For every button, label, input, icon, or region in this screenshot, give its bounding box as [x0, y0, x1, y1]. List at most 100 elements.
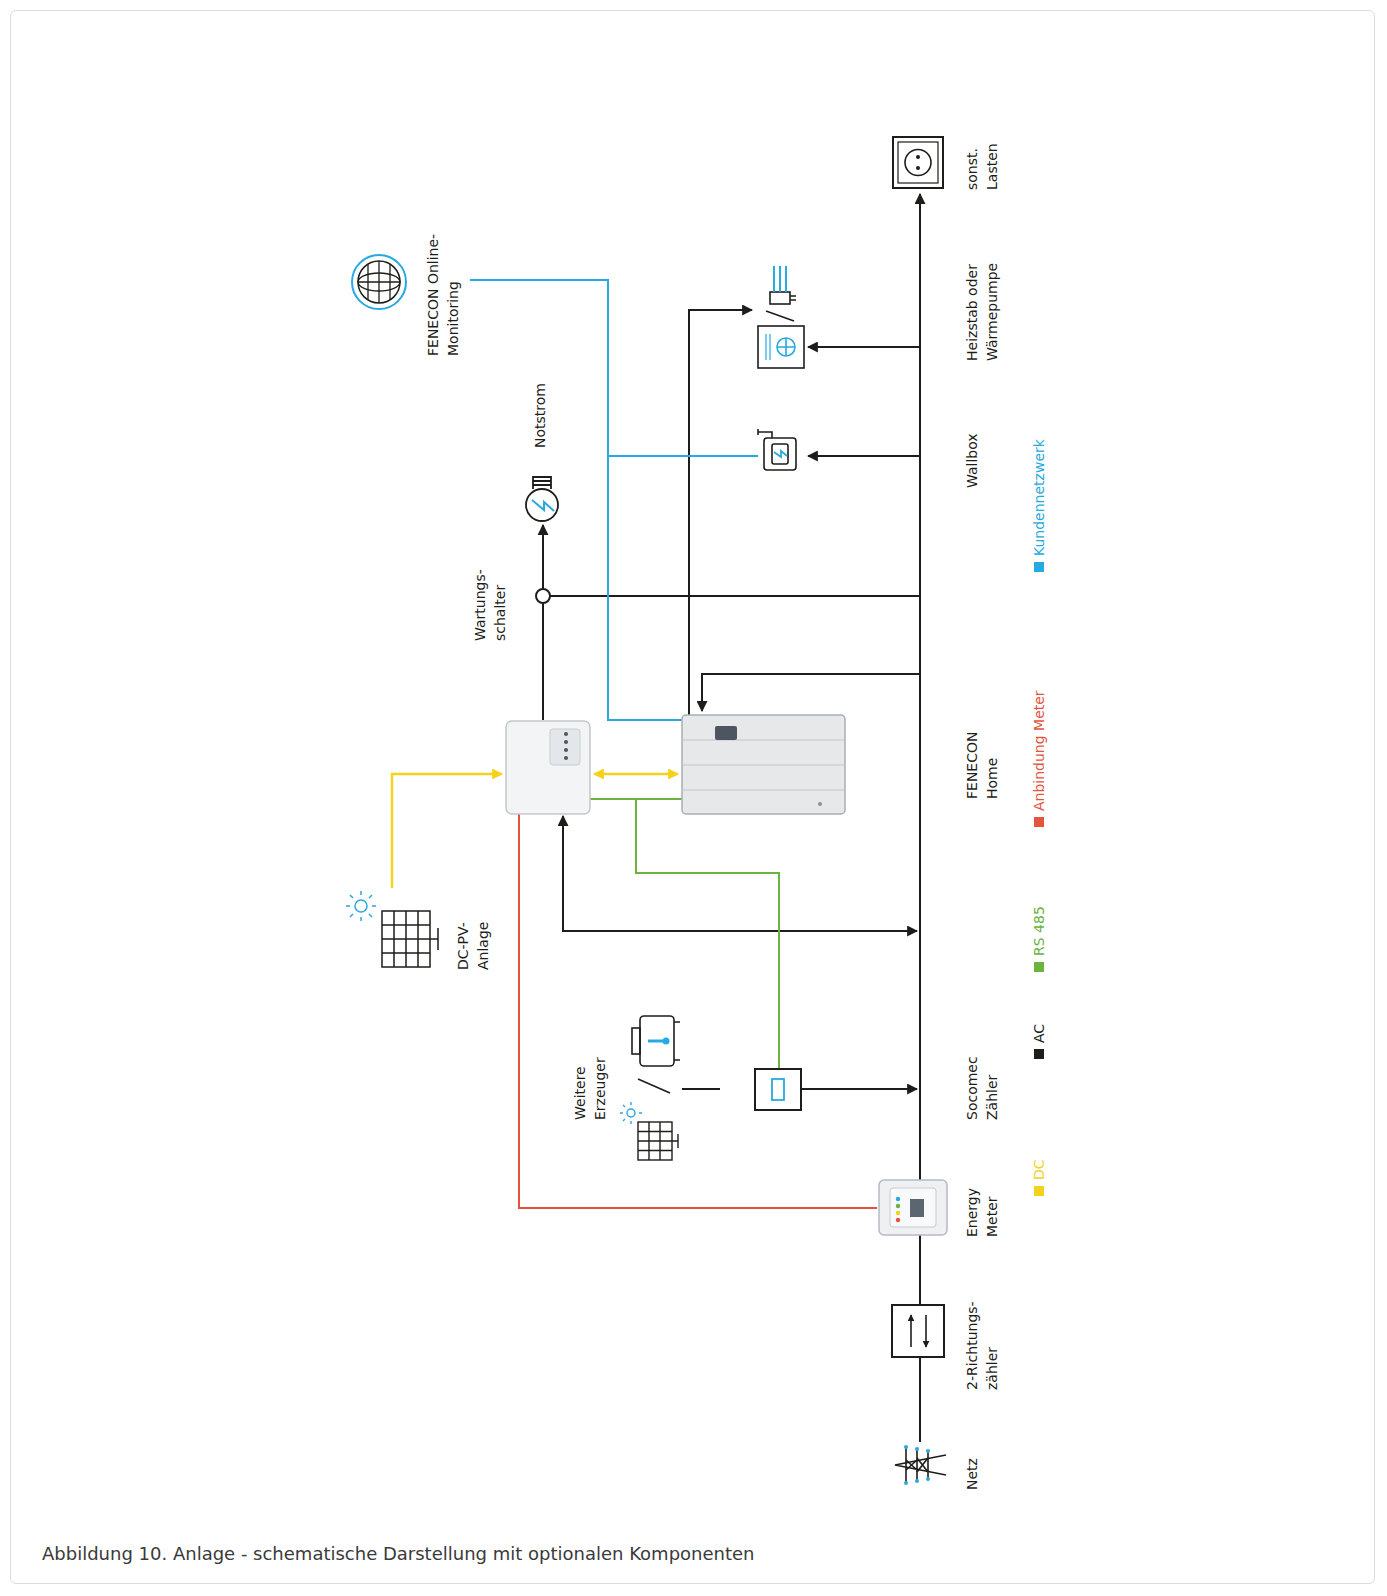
generator-label-node: Weitere Erzeuger: [570, 1035, 610, 1120]
pv-array-icon: [382, 911, 430, 967]
heatpump-wire: [808, 346, 920, 348]
grid-pylon-icon: [904, 1445, 908, 1449]
generator-solar-icon: [627, 1109, 635, 1117]
legend-item: RS 485: [1030, 906, 1048, 972]
generator-solar-icon: [620, 1102, 678, 1160]
bulb-icon: [533, 477, 551, 489]
grid-pylon-icon: [893, 1442, 947, 1488]
energy-meter-device: [890, 1188, 936, 1227]
heater-control-wire: [689, 310, 752, 715]
socket-icon: [916, 166, 920, 170]
ac-bus: [919, 194, 921, 1465]
battery-device: [682, 715, 845, 814]
inverter-device: [564, 756, 568, 760]
legend-swatch: [1034, 1049, 1044, 1059]
rs485-wire: [590, 798, 682, 800]
generator-engine-icon: [674, 1022, 680, 1060]
socket-icon: [893, 137, 943, 188]
grid-pylon-icon: [904, 1445, 930, 1485]
wallbox-label-node: Wallbox: [962, 433, 982, 488]
ac-wires: [543, 194, 920, 1465]
grid-node: Netz: [892, 1440, 982, 1490]
heat-pump-icon: [758, 326, 804, 368]
network-wire: [470, 280, 758, 720]
connector: [919, 1238, 921, 1280]
pv-array-icon: [430, 928, 438, 950]
energy-meter-device: [896, 1218, 900, 1222]
bidirectional-meter-icon: [892, 1305, 944, 1357]
inverter-device: [564, 748, 568, 752]
heating-rod-icon: [770, 266, 796, 304]
network-wire: [470, 280, 682, 720]
node-label: Heizstab oder Wärmepumpe: [962, 241, 1002, 361]
meter-node: Energy Meter: [877, 1167, 1002, 1237]
system-label-node: FENECON Home: [962, 709, 1002, 799]
heat-pump-icon: [777, 338, 795, 356]
grid-pylon-icon: [926, 1477, 930, 1481]
socomec-meter-icon: [772, 1079, 784, 1100]
legend-text: DC: [1030, 1159, 1048, 1180]
battery-device: [715, 726, 737, 740]
generator-solar-icon: [638, 1122, 672, 1160]
dc-wire: [594, 773, 678, 775]
grid-pylon-icon: [906, 1458, 928, 1472]
connector: [542, 525, 544, 551]
legend-text: Anbindung Meter: [1030, 690, 1048, 811]
meter-label-node: Socomec Zähler: [962, 1040, 1002, 1120]
legend-swatch: [1034, 1186, 1044, 1196]
node-label: 2-Richtungs- zähler: [962, 1280, 1002, 1390]
heating-rod-icon: [770, 292, 790, 304]
heater-label-node: Heizstab oder Wärmepumpe: [962, 241, 1002, 361]
legend-item: Anbindung Meter: [1030, 690, 1048, 827]
bidirectional-meter-icon: [910, 1315, 912, 1347]
legend-swatch: [1034, 562, 1044, 572]
wallbox-icon: [772, 444, 788, 464]
generator-solar-icon: [620, 1102, 642, 1124]
energy-meter-device: [896, 1197, 900, 1201]
socket-icon: [893, 137, 943, 188]
rs485-wire: [636, 799, 779, 1069]
socket-icon: [916, 155, 920, 159]
backup-node: Notstrom: [518, 383, 566, 524]
monitoring-globe-icon: [358, 261, 400, 303]
node-label: Netz: [962, 1440, 982, 1490]
monitoring-globe-icon: [352, 255, 406, 309]
wallbox-icon: [758, 429, 796, 470]
node-label: Socomec Zähler: [962, 1040, 1002, 1120]
heating-rod-icon: [790, 296, 796, 300]
node-label: sonst. Lasten: [962, 125, 1002, 190]
inverter-device: [506, 721, 590, 814]
pv-array-icon: [355, 900, 367, 912]
generator-engine-icon: [632, 1016, 680, 1066]
monitoring-globe-icon: [358, 261, 400, 303]
bulb-icon: [526, 477, 558, 521]
battery-device: [818, 802, 822, 806]
generator-solar-icon: [620, 1102, 642, 1124]
bulb-icon: [532, 500, 554, 511]
legend-item: Kundennetzwerk: [1030, 439, 1048, 572]
diagram-canvas: Netz 2-Richtungs- zähler Energy Meter Socom…: [320, 70, 1080, 1510]
backup-wire: [542, 540, 544, 720]
wallbox-wire: [808, 455, 920, 457]
energy-meter-device: [910, 1199, 924, 1217]
wallbox-icon: [758, 429, 772, 438]
generator-engine-icon: [663, 1038, 670, 1045]
rs485-wire: [590, 799, 779, 1069]
inverter-device: [550, 729, 580, 765]
socomec-meter-icon: [755, 1069, 801, 1110]
grid-pylon-icon: [893, 1442, 947, 1488]
inverter-device: [506, 721, 590, 814]
bidirectional-meter-icon: [892, 1305, 944, 1357]
wallbox-icon: [774, 451, 787, 457]
node-label: FENECON Home: [962, 709, 1002, 799]
generator-solar-icon: [638, 1122, 672, 1160]
generator-engine-icon: [648, 1040, 664, 1043]
heat-pump-icon: [777, 338, 795, 356]
legend-text: Kundennetzwerk: [1030, 439, 1048, 556]
pv-array-icon: [346, 891, 376, 921]
grid-pylon-icon: [915, 1479, 919, 1483]
or-slash: [766, 311, 794, 321]
node-label: DC-PV- Anlage: [453, 900, 493, 970]
socomec-meter-icon: [755, 1069, 801, 1110]
inverter-device: [564, 740, 568, 744]
